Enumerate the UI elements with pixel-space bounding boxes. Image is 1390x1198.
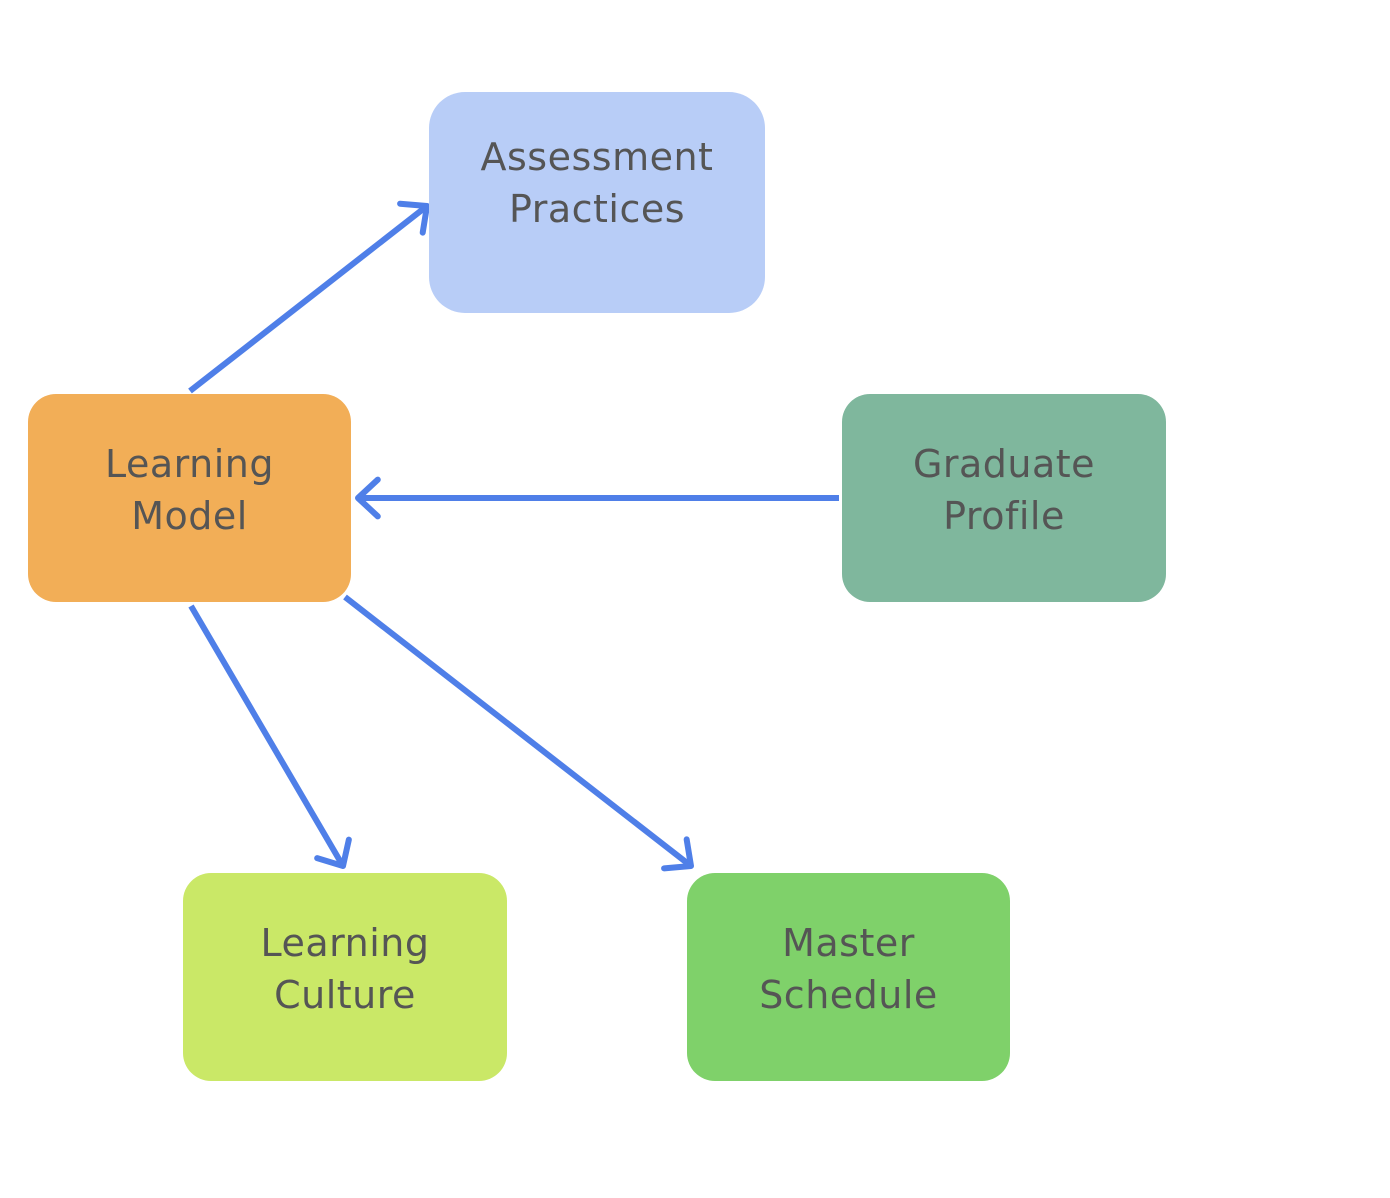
arrow-learning-model-to-learning-culture <box>188 604 352 869</box>
node-graduate-profile[interactable]: Graduate Profile <box>842 394 1166 602</box>
node-label-line: Schedule <box>759 973 938 1017</box>
node-label-line: Learning <box>105 442 274 486</box>
node-master-schedule[interactable]: Master Schedule <box>687 873 1010 1081</box>
node-learning-model[interactable]: Learning Model <box>28 394 351 602</box>
arrow-learning-model-to-master-schedule <box>343 594 694 872</box>
arrow-head <box>314 836 352 869</box>
node-label-line: Culture <box>274 973 416 1017</box>
node-learning-culture-label: Learning Culture <box>261 917 430 1037</box>
arrow-line <box>188 203 429 394</box>
arrow-line <box>343 594 693 869</box>
node-assessment-practices-label: Assessment Practices <box>481 131 714 275</box>
node-label-line: Master <box>782 921 915 965</box>
node-label-line: Graduate <box>912 442 1096 486</box>
node-master-schedule-label: Master Schedule <box>759 917 938 1037</box>
arrow-head <box>661 836 694 872</box>
node-label-line: Model <box>131 494 248 538</box>
node-graduate-profile-label: Graduate Profile <box>913 438 1095 558</box>
node-label-line: Assessment <box>480 134 714 179</box>
node-learning-culture[interactable]: Learning Culture <box>183 873 507 1081</box>
arrow-head <box>355 476 381 520</box>
arrow-head <box>397 200 430 236</box>
arrow-learning-model-to-assessment-practices <box>188 200 430 394</box>
arrow-line <box>188 604 346 868</box>
node-learning-model-label: Learning Model <box>105 438 274 558</box>
node-assessment-practices[interactable]: Assessment Practices <box>429 92 765 313</box>
arrow-graduate-profile-to-learning-model <box>355 476 839 520</box>
edges-layer <box>188 200 839 872</box>
node-label-line: Profile <box>943 494 1065 538</box>
node-label-line: Learning <box>260 921 430 965</box>
node-label-line: Practices <box>508 186 686 231</box>
